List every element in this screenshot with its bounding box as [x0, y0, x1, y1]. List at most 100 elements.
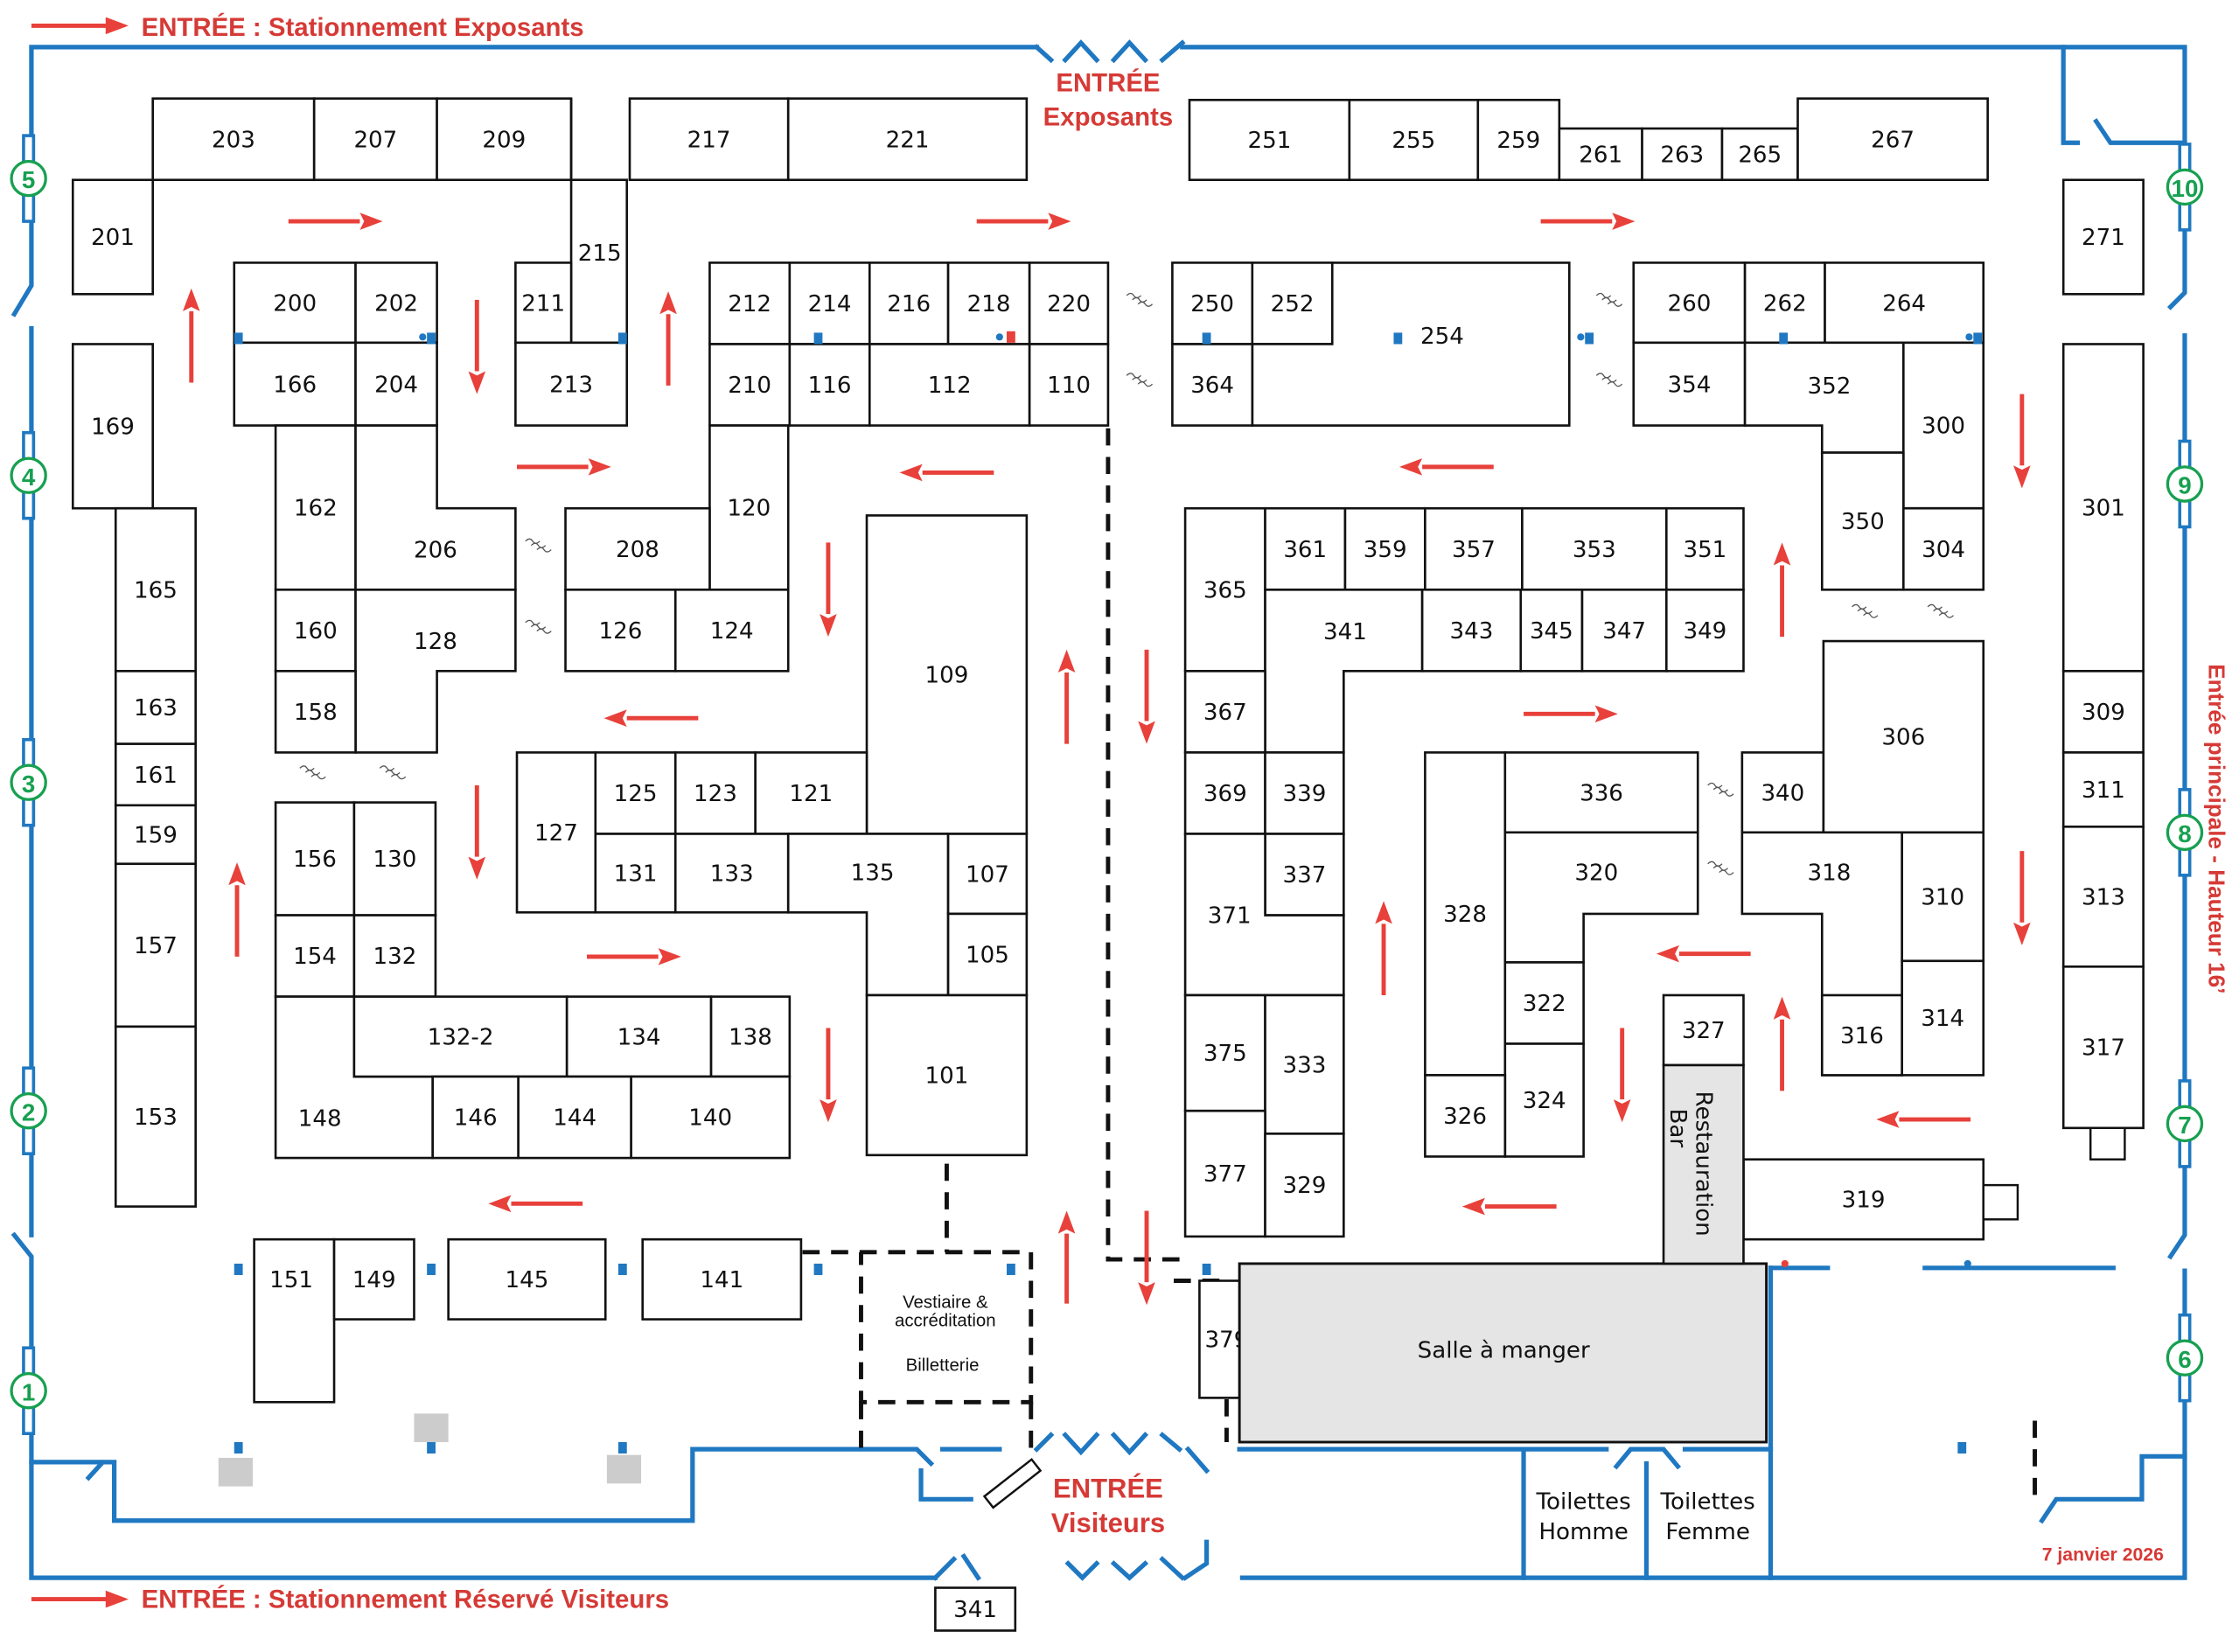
booth-375[interactable]: 375	[1183, 993, 1266, 1112]
booth-169[interactable]: 169	[71, 343, 154, 510]
booth-124[interactable]: 124	[673, 588, 790, 673]
booth-320[interactable]: 320	[1503, 831, 1699, 964]
gate-1[interactable]: 1	[10, 1346, 47, 1435]
booth-135[interactable]: 135	[786, 833, 950, 997]
booth-349[interactable]: 349	[1665, 588, 1745, 673]
booth-345[interactable]: 345	[1519, 588, 1584, 673]
gate-3[interactable]: 3	[10, 737, 47, 827]
booth-146[interactable]: 146	[431, 1075, 520, 1160]
booth-110[interactable]: 110	[1028, 343, 1110, 427]
booth-165[interactable]: 165	[114, 506, 197, 673]
booth-265[interactable]: 265	[1720, 127, 1799, 182]
booth-251[interactable]: 251	[1188, 98, 1351, 182]
booth-316[interactable]: 316	[1820, 993, 1904, 1077]
booth-267[interactable]: 267	[1796, 97, 1989, 182]
booth-166[interactable]: 166	[233, 341, 357, 427]
booth-112[interactable]: 112	[868, 343, 1031, 427]
booth-132-2[interactable]: 132-2	[352, 995, 568, 1078]
booth-162[interactable]: 162	[274, 424, 357, 591]
booth-107[interactable]: 107	[946, 833, 1029, 916]
booth-134[interactable]: 134	[565, 995, 713, 1078]
booth-259[interactable]: 259	[1476, 98, 1561, 182]
booth-211[interactable]: 211	[514, 261, 573, 345]
booth-130[interactable]: 130	[352, 801, 437, 917]
booth-206[interactable]: 206	[354, 424, 517, 591]
booth-215[interactable]: 215	[569, 98, 629, 345]
booth-353[interactable]: 353	[1521, 506, 1668, 591]
booth-359[interactable]: 359	[1343, 506, 1426, 591]
booth-131[interactable]: 131	[594, 833, 677, 914]
booth-109[interactable]: 109	[865, 514, 1029, 835]
booth-301[interactable]: 301	[2061, 343, 2145, 673]
booth-313[interactable]: 313	[2061, 826, 2145, 968]
booth-201[interactable]: 201	[71, 178, 154, 296]
booth-352[interactable]: 352	[1743, 341, 1905, 454]
booth-369[interactable]: 369	[1183, 751, 1266, 835]
booth-326[interactable]: 326	[1424, 1074, 1507, 1158]
booth-138[interactable]: 138	[709, 995, 792, 1078]
gate-2[interactable]: 2	[10, 1066, 47, 1155]
booth-314[interactable]: 314	[1901, 959, 1985, 1077]
gate-4[interactable]: 4	[10, 430, 47, 520]
booth-140[interactable]: 140	[630, 1075, 792, 1160]
booth-271[interactable]: 271	[2061, 178, 2145, 296]
booth-204[interactable]: 204	[354, 341, 438, 427]
booth-260[interactable]: 260	[1632, 261, 1747, 345]
booth-154[interactable]: 154	[274, 914, 356, 998]
booth-254[interactable]: 254	[1251, 261, 1571, 427]
booth-160[interactable]: 160	[274, 588, 357, 673]
booth-133[interactable]: 133	[673, 833, 790, 914]
booth-262[interactable]: 262	[1743, 261, 1826, 345]
cloakroom-area[interactable]: Vestiaire & accréditation Billetterie	[895, 1293, 996, 1376]
booth-250[interactable]: 250	[1171, 261, 1254, 345]
booth-377[interactable]: 377	[1183, 1109, 1266, 1238]
booth-218[interactable]: 218	[946, 261, 1031, 345]
booth-202[interactable]: 202	[354, 261, 438, 345]
booth-209[interactable]: 209	[436, 97, 573, 182]
booth-203[interactable]: 203	[151, 97, 316, 182]
booth-149[interactable]: 149	[332, 1237, 415, 1321]
booth-333[interactable]: 333	[1264, 993, 1345, 1135]
booth-341-out[interactable]: 341	[934, 1586, 1017, 1632]
booth-116[interactable]: 116	[788, 343, 871, 427]
booth-216[interactable]: 216	[868, 261, 950, 345]
booth-263[interactable]: 263	[1641, 127, 1724, 182]
booth-300[interactable]: 300	[1902, 341, 1985, 510]
booth-127[interactable]: 127	[515, 751, 597, 914]
booth-217[interactable]: 217	[628, 97, 790, 182]
booth-156[interactable]: 156	[274, 801, 356, 917]
booth-141[interactable]: 141	[641, 1237, 803, 1321]
gate-9[interactable]: 9	[2166, 439, 2204, 529]
booth-361[interactable]: 361	[1264, 506, 1347, 591]
toilets-women[interactable]: Toilettes Femme	[1660, 1489, 1755, 1545]
toilets-men[interactable]: Toilettes Homme	[1536, 1489, 1631, 1545]
booth-207[interactable]: 207	[312, 97, 438, 182]
booth-214[interactable]: 214	[788, 261, 871, 345]
booth-210[interactable]: 210	[708, 343, 792, 427]
gate-7[interactable]: 7	[2166, 1079, 2204, 1168]
booth-351[interactable]: 351	[1665, 506, 1745, 591]
booth-347[interactable]: 347	[1580, 588, 1668, 673]
booth-220[interactable]: 220	[1028, 261, 1110, 345]
booth-306[interactable]: 306	[1822, 639, 1985, 834]
booth-341[interactable]: 341	[1264, 588, 1424, 754]
booth-310[interactable]: 310	[1901, 831, 1985, 963]
booth-132[interactable]: 132	[352, 914, 437, 998]
booth-161[interactable]: 161	[114, 742, 197, 807]
booth-311[interactable]: 311	[2061, 751, 2145, 828]
booth-309[interactable]: 309	[2061, 670, 2145, 754]
booth-145[interactable]: 145	[447, 1237, 607, 1321]
booth-350[interactable]: 350	[1820, 451, 1905, 591]
booth-317[interactable]: 317	[2061, 965, 2145, 1130]
booth-128[interactable]: 128	[354, 588, 517, 754]
booth-121[interactable]: 121	[754, 751, 868, 835]
booth-159[interactable]: 159	[114, 804, 197, 866]
booth-212[interactable]: 212	[708, 261, 792, 345]
booth-340[interactable]: 340	[1740, 751, 1825, 834]
booth-364[interactable]: 364	[1171, 343, 1254, 427]
booth-304[interactable]: 304	[1902, 506, 1985, 591]
booth-163[interactable]: 163	[114, 670, 197, 745]
gate-8[interactable]: 8	[2166, 788, 2204, 877]
booth-123[interactable]: 123	[673, 751, 757, 835]
booth-354[interactable]: 354	[1632, 341, 1747, 427]
